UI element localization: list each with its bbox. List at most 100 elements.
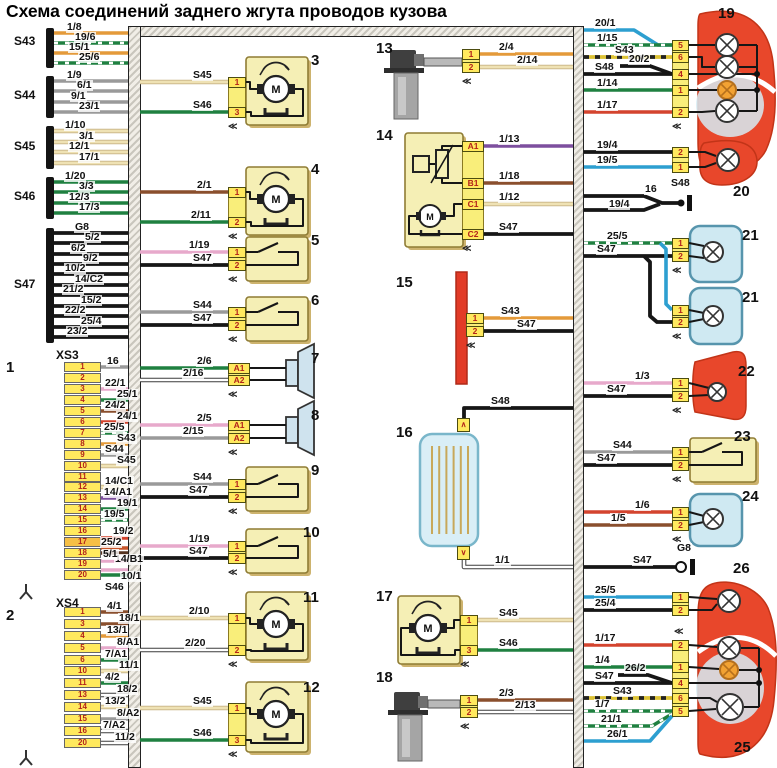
pin-cell-XS3-19: 19 xyxy=(64,558,101,570)
symbol-line xyxy=(246,617,257,625)
pin-cell: 1 xyxy=(672,84,689,96)
wire-label: 14/A1 xyxy=(103,486,134,498)
symbol-line xyxy=(688,394,710,397)
pin-cell: 2 xyxy=(672,459,689,471)
splice-label-S46: S46 xyxy=(14,189,36,203)
connector-mark: ≪ xyxy=(672,405,681,415)
sensor-icon xyxy=(394,692,420,712)
symbol-line xyxy=(284,65,290,71)
symbol-line xyxy=(446,203,462,217)
connector-mark: ≪ xyxy=(228,506,237,516)
pin-cell-XS3-18: 18 xyxy=(64,547,101,559)
pin-cell-XS3-6: 6 xyxy=(64,416,101,428)
pin-cell: 3 xyxy=(228,734,246,746)
harness-fork-icon xyxy=(19,584,33,600)
pin-cell-XS3-17: 17 xyxy=(64,536,101,548)
wire-label: S48 xyxy=(490,395,511,407)
component-number: 9 xyxy=(311,462,320,479)
wire-label: 25/5 xyxy=(594,584,617,596)
wire-label: 9/2 xyxy=(82,252,99,264)
pin-cell-XS3-7: 7 xyxy=(64,427,101,439)
pin-cell-XS4-13: 13 xyxy=(64,689,101,701)
pin-cell: 2 xyxy=(672,106,689,118)
wire-label: 2/1 xyxy=(196,179,213,191)
pin-cell: 1 xyxy=(460,694,478,706)
wire-label: 1/19 xyxy=(188,533,211,545)
wire xyxy=(642,254,672,324)
pin-cell-XS3-10: 10 xyxy=(64,460,101,472)
ground-junction-dot xyxy=(677,199,685,207)
component-number: 4 xyxy=(311,161,320,178)
wire-label: 1/8 xyxy=(66,21,83,33)
symbol-line xyxy=(246,545,299,559)
connector-mark: ≪ xyxy=(466,340,475,350)
pin-cell: A1 xyxy=(462,140,484,152)
connector-mark: ≪ xyxy=(228,231,237,241)
wire-label: 12/1 xyxy=(68,140,91,152)
pin-cell-XS3-11: 11 xyxy=(64,471,101,483)
wire-label: S44 xyxy=(104,443,125,455)
pin-cell-XS3-8: 8 xyxy=(64,438,101,450)
motor-brush xyxy=(441,623,447,633)
wire-label: S47 xyxy=(596,452,617,464)
component-number: 11 xyxy=(303,589,319,606)
pin-cell: A2 xyxy=(228,374,250,386)
wire-label: S45 xyxy=(192,69,213,81)
wire-label: S43 xyxy=(116,432,137,444)
connector-mark: ≪ xyxy=(674,626,683,636)
pin-cell: 2 xyxy=(228,259,246,271)
component-number: 22 xyxy=(738,363,755,380)
wire-label: 14/C2 xyxy=(74,273,105,285)
symbol-line xyxy=(257,473,279,486)
pin-cell: 2 xyxy=(228,552,246,564)
pin-cell: 1 xyxy=(228,540,246,552)
component-number: 13 xyxy=(376,40,393,57)
wire-label: 25/5 xyxy=(606,230,629,242)
symbol-line xyxy=(688,382,710,389)
symbol-line xyxy=(246,191,257,200)
pin-cell: 1 xyxy=(672,161,689,173)
symbol-line xyxy=(706,309,720,323)
wire-label: 25/1 xyxy=(116,388,139,400)
splice-label-S44: S44 xyxy=(14,88,36,102)
symbol-line xyxy=(284,175,290,181)
symbol-line xyxy=(430,144,454,184)
pin-cell-XS4-20: 20 xyxy=(64,737,101,749)
pin-cell-XS3-15: 15 xyxy=(64,514,101,526)
wire-21/1 xyxy=(584,712,673,728)
pin-cell: 2 xyxy=(672,316,689,328)
pin-cell: 3 xyxy=(460,644,478,656)
wire-label: S47 xyxy=(498,221,519,233)
wire-label: S47 xyxy=(516,318,537,330)
symbol-line xyxy=(246,81,257,90)
wire-label: 12/3 xyxy=(68,191,91,203)
wire-label: S47 xyxy=(188,484,209,496)
wire-label: 2/16 xyxy=(182,367,205,379)
symbol-line xyxy=(447,619,460,629)
wire-label: 1/7 xyxy=(594,698,611,710)
component-number: 14 xyxy=(376,127,393,144)
wire-label: 19/6 xyxy=(74,31,97,43)
wire-label: S47 xyxy=(188,545,209,557)
pin-cell-XS4-4: 4 xyxy=(64,630,101,642)
pin-cell-XS4-5: 5 xyxy=(64,642,101,654)
splice-bar-S46 xyxy=(46,177,54,219)
pin-cell: 2 xyxy=(462,61,480,73)
ground-label: S48 xyxy=(670,177,691,189)
wire-label: 7/A1 xyxy=(104,648,129,660)
component-number: 20 xyxy=(733,183,750,200)
symbol-line xyxy=(721,698,739,716)
wire-label: S44 xyxy=(192,471,213,483)
connector-mark: ≪ xyxy=(672,331,681,341)
pin-cell: C2 xyxy=(462,228,484,240)
component-box xyxy=(245,296,309,342)
pin-cell: 1 xyxy=(466,312,484,324)
component-number: 23 xyxy=(734,428,751,445)
wire-label: 2/6 xyxy=(196,355,213,367)
pin-cell-XS4-16: 16 xyxy=(64,725,101,737)
wire-label: 1/15 xyxy=(596,32,619,44)
pin-cell: 2 xyxy=(672,519,689,531)
sensor-flange xyxy=(388,710,428,715)
